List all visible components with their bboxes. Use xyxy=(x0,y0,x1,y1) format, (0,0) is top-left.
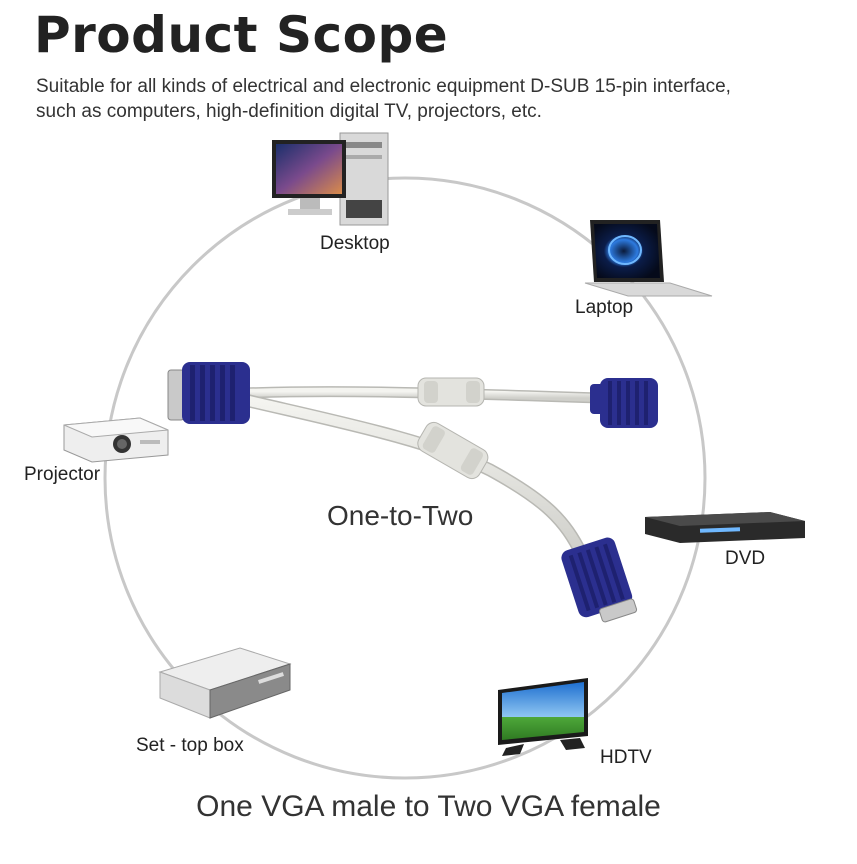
laptop-icon xyxy=(584,220,713,297)
caption: One VGA male to Two VGA female xyxy=(196,790,661,823)
projector-icon xyxy=(63,417,169,463)
projector-label: Projector xyxy=(24,464,101,485)
vga-male-connector xyxy=(167,362,250,424)
vga-y-cable xyxy=(238,377,606,562)
laptop-label: Laptop xyxy=(575,297,634,318)
hdtv-label: HDTV xyxy=(600,747,652,768)
dvd-label: DVD xyxy=(725,548,766,569)
desktop-label: Desktop xyxy=(320,233,390,254)
desktop-icon xyxy=(272,132,389,226)
device-ring xyxy=(103,176,707,780)
description: Suitable for all kinds of electrical and… xyxy=(36,74,836,124)
dvd-icon xyxy=(645,512,805,543)
description-line-1: Suitable for all kinds of electrical and… xyxy=(36,76,731,97)
vga-female-connector-1 xyxy=(590,378,658,428)
settop-label: Set - top box xyxy=(136,735,244,756)
page-title: Product Scope xyxy=(34,6,449,64)
description-line-2: such as computers, high-definition digit… xyxy=(36,101,542,122)
hdtv-icon xyxy=(498,678,588,756)
vga-female-connector-2 xyxy=(561,537,638,623)
center-label: One-to-Two xyxy=(327,500,474,531)
set-top-box-icon xyxy=(158,647,292,719)
